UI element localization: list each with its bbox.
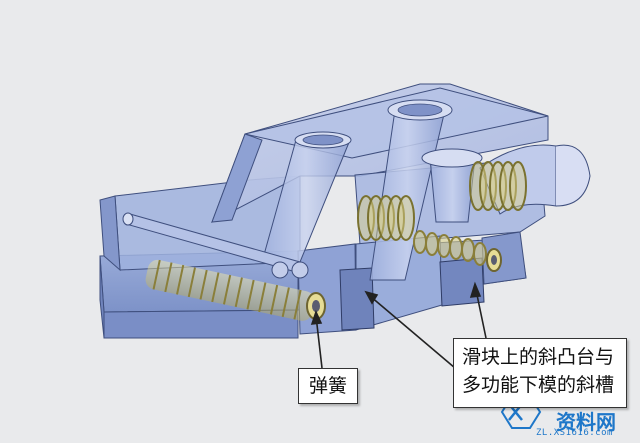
- spring-right-lower: [413, 230, 502, 272]
- groove-label-line-2: 多功能下模的斜槽: [462, 374, 615, 396]
- watermark-url: ZL.XS1616.com: [536, 428, 613, 438]
- groove-leader-line-1: [369, 295, 456, 369]
- groove-label-line-1: 滑块上的斜凸台与: [462, 346, 615, 368]
- groove-callout: 滑块上的斜凸台与 多功能下模的斜槽: [453, 338, 627, 408]
- groove-leader-arrowhead-1: [364, 290, 379, 305]
- spring-coil-middle: [357, 195, 415, 241]
- spring-label: 弹簧: [308, 375, 347, 397]
- spring-coil-right: [469, 161, 527, 211]
- spring-leader-arrowhead: [310, 309, 323, 325]
- spring-leader-line: [315, 315, 323, 369]
- groove-leader-line-2: [475, 289, 487, 339]
- groove-leader-arrowhead-2: [469, 281, 482, 298]
- guide-rod: [122, 212, 309, 279]
- spring-left: [145, 259, 326, 321]
- watermark-text: 资料网: [556, 410, 616, 434]
- leader-lines: [310, 281, 487, 369]
- spring-callout: 弹簧: [298, 368, 358, 404]
